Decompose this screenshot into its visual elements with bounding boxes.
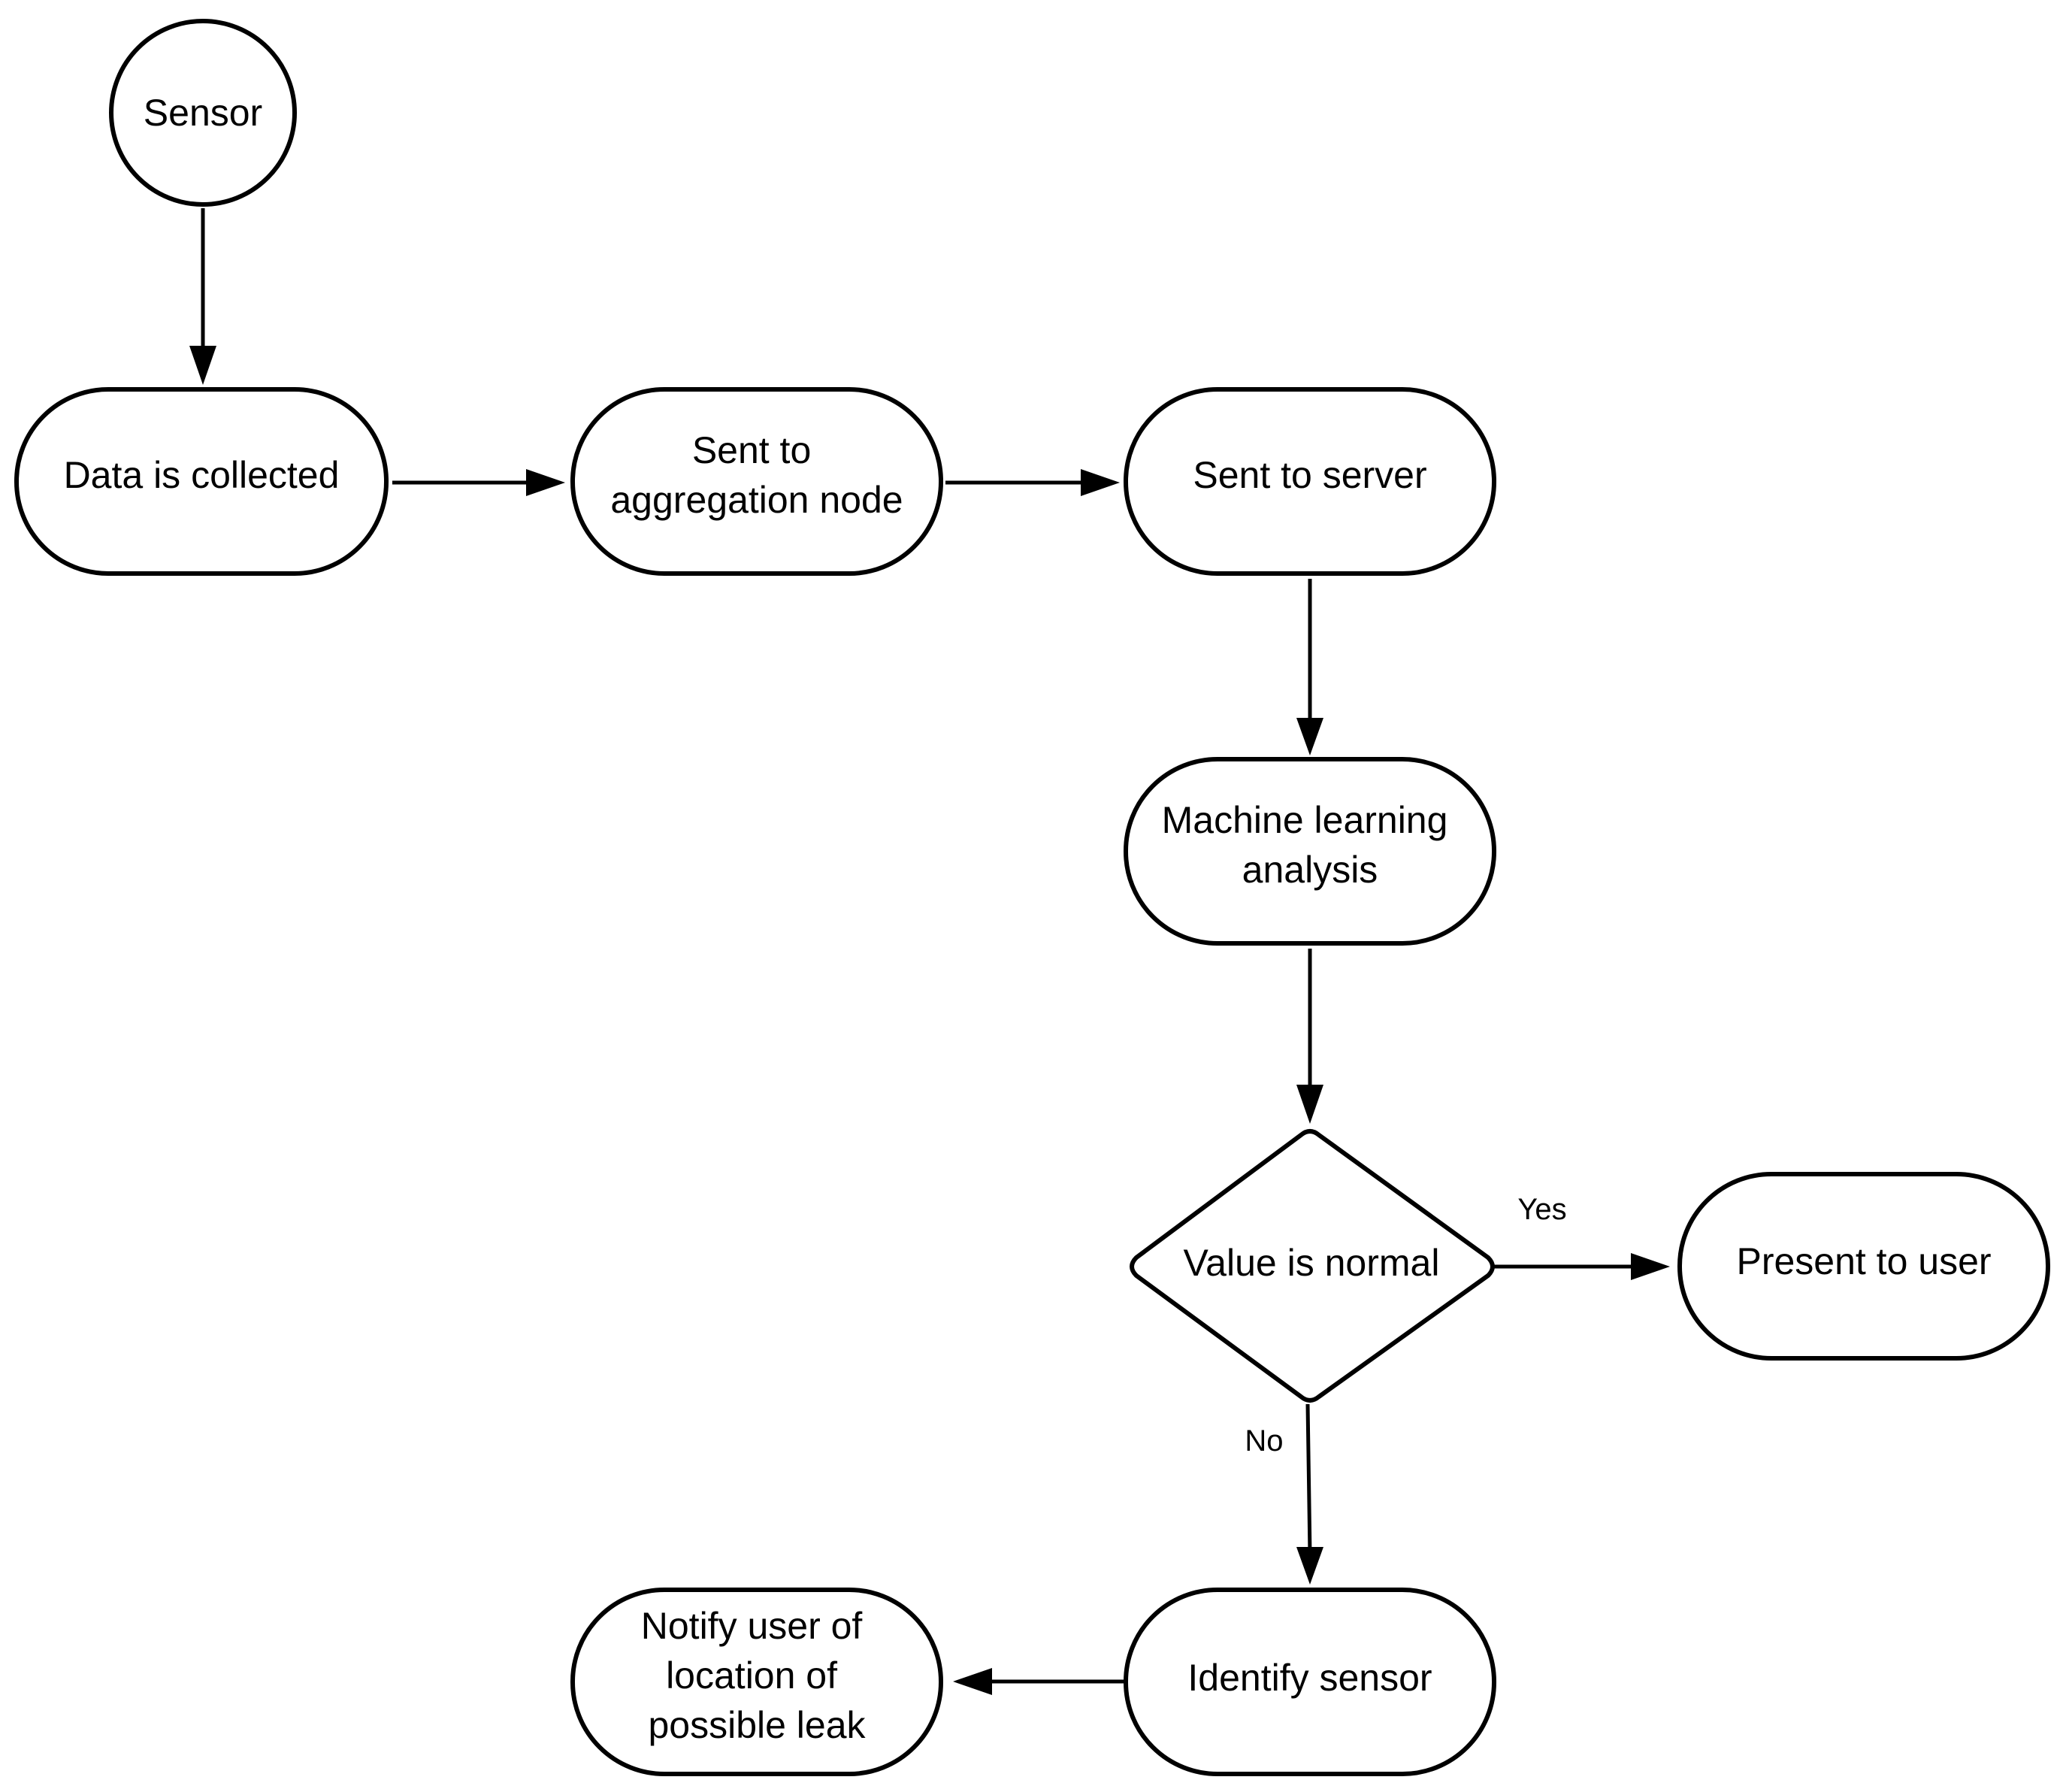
process-shape	[570, 1588, 943, 1776]
node-present-to-user: Present to user	[1677, 1172, 2050, 1361]
edge-label-no: No	[1245, 1424, 1283, 1458]
process-shape	[1124, 387, 1496, 576]
node-identify-sensor: Identify sensor	[1124, 1588, 1496, 1776]
process-shape	[14, 387, 389, 576]
node-ml-label: Machine learning analysis	[1162, 799, 1459, 891]
edge-server-to-ml	[1296, 579, 1323, 755]
process-shape	[1124, 1588, 1496, 1776]
node-ml-analysis: Machine learning analysis	[1124, 757, 1496, 946]
node-sent-to-server: Sent to server	[1124, 387, 1496, 576]
node-notify-label: Notify user of location of possible leak	[641, 1605, 873, 1746]
node-notify-user: Notify user of location of possible leak	[570, 1588, 943, 1776]
node-present-label: Present to user	[1736, 1240, 1991, 1282]
node-data-collected: Data is collected	[14, 387, 389, 576]
edge-aggregation-to-server	[945, 469, 1120, 496]
process-shape	[1124, 757, 1496, 946]
node-aggregation-label: Sent to aggregation node	[610, 429, 903, 521]
edge-ml-to-decision	[1296, 949, 1323, 1124]
edge-collect-to-aggregation	[392, 469, 565, 496]
node-server-label: Sent to server	[1193, 454, 1426, 496]
node-collect-label: Data is collected	[64, 454, 340, 496]
node-sensor: Sensor	[109, 19, 297, 207]
edges	[189, 208, 1670, 1695]
node-sensor-label: Sensor	[144, 92, 262, 134]
edge-sensor-to-collect	[189, 208, 216, 385]
edge-label-yes: Yes	[1517, 1193, 1566, 1226]
node-sent-to-aggregation: Sent to aggregation node	[570, 387, 943, 576]
node-decision: Value is normal	[1130, 1129, 1495, 1403]
node-identify-label: Identify sensor	[1187, 1657, 1432, 1699]
process-shape	[1677, 1172, 2050, 1361]
node-decision-label: Value is normal	[1184, 1242, 1440, 1284]
edge-identify-to-notify	[953, 1668, 1126, 1695]
edge-decision-to-identify	[1296, 1403, 1323, 1585]
decision-diamond	[1130, 1129, 1495, 1403]
process-shape	[570, 387, 943, 576]
start-circle	[109, 19, 297, 207]
edge-decision-to-present	[1494, 1253, 1670, 1280]
